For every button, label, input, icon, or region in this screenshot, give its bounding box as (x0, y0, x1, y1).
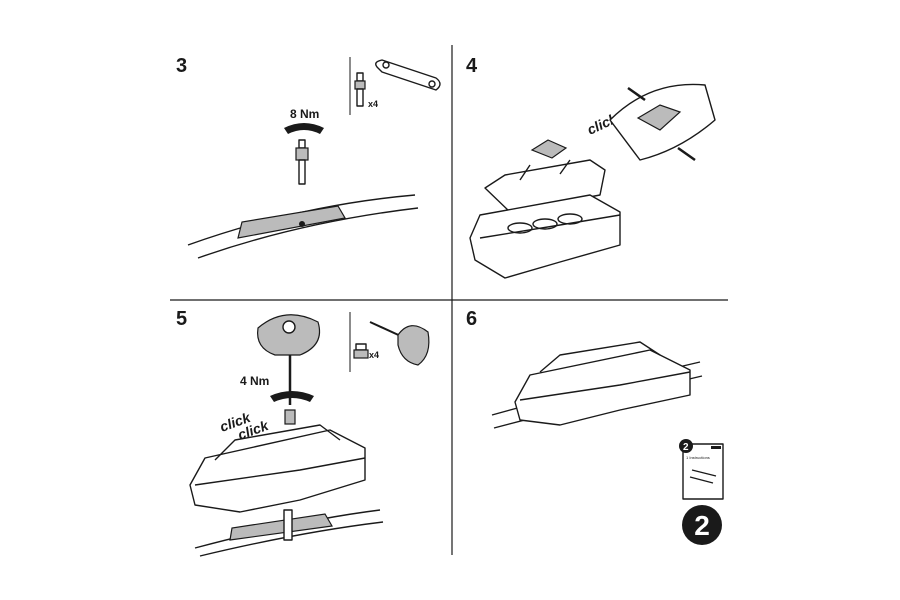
quantity-label: x4 (368, 99, 378, 109)
rotate-arrow-icon (284, 123, 324, 134)
rotate-arrow-icon (270, 391, 314, 402)
tool-part-icon (369, 321, 430, 366)
step-6-panel: 6 2 1 Instructions 2 (466, 308, 724, 545)
step-number: 6 (466, 308, 477, 330)
booklet-badge: 2 (683, 442, 689, 453)
step-number: 3 (176, 55, 187, 77)
torque-label: 8 Nm (290, 107, 319, 121)
instruction-booklet: 2 1 Instructions (679, 439, 724, 500)
detail-closeup (609, 83, 716, 162)
step-3-panel: 3 x4 8 Nm (176, 55, 441, 259)
step-number: 4 (466, 55, 478, 77)
foot-base (469, 194, 621, 279)
roof-bar (194, 509, 384, 557)
tool-knob (257, 314, 321, 405)
step-4-panel: 4 click (466, 55, 716, 279)
clamp-part (530, 139, 568, 159)
bolt-part-icon (354, 72, 366, 107)
plate-part-icon (375, 59, 441, 91)
torque-label: 4 Nm (240, 374, 269, 388)
step-number: 5 (176, 308, 187, 330)
step-5-panel: 5 x4 4 Nm click click (176, 308, 430, 557)
bolt-icon (295, 139, 309, 185)
foot-assembly (514, 341, 691, 426)
arrow-icon (627, 86, 646, 102)
arrow-icon (677, 146, 696, 162)
booklet-title: 1 Instructions (686, 455, 710, 460)
nut-part-icon (353, 343, 369, 359)
roof-bar (187, 194, 419, 259)
next-step-badge (682, 505, 722, 545)
quantity-label: x4 (369, 350, 379, 360)
foot-assembly (189, 409, 366, 513)
next-step-number: 2 (694, 510, 710, 541)
